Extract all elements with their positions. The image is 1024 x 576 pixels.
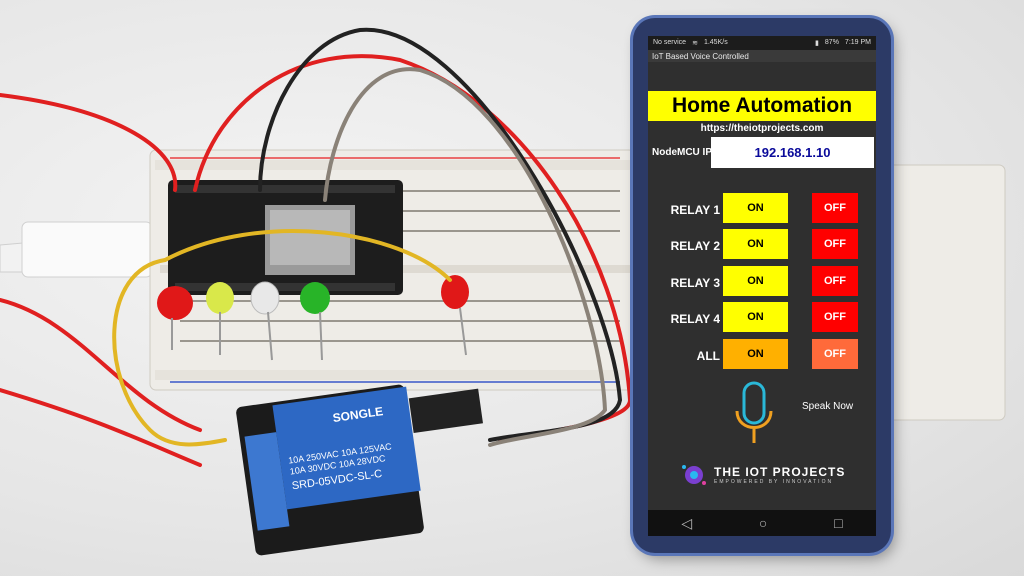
relay-1-on-button[interactable]: ON [723,193,788,223]
wifi-icon: ≋ [692,40,698,47]
led-yellow [206,282,234,355]
speak-now-label: Speak Now [802,401,854,412]
clock: 7:19 PM [844,39,871,46]
led-white [250,281,280,361]
network-speed: 1.45K/s [703,39,728,46]
relay-3-off-button[interactable]: OFF [812,266,858,296]
all-on-button[interactable]: ON [723,339,788,369]
battery-icon: ▮ [815,40,819,47]
ip-address-field[interactable]: 192.168.1.10 [711,137,874,168]
relay-1-label: RELAY 1 [670,203,720,217]
all-off-button[interactable]: OFF [812,339,858,369]
led-red-2 [441,275,469,356]
relay-4-on-button[interactable]: ON [723,302,788,332]
recents-icon[interactable]: □ [834,515,843,531]
smartphone: No service ≋ 1.45K/s ▮ 87% 7:19 PM IoT B… [633,18,891,553]
led-red-1 [157,286,193,350]
ip-label: NodeMCU IP [652,147,712,158]
phone-screen: No service ≋ 1.45K/s ▮ 87% 7:19 PM IoT B… [648,36,876,536]
microphone-icon[interactable] [734,381,774,446]
relay-2-label: RELAY 2 [670,239,720,253]
relay-3-label: RELAY 3 [670,276,720,290]
nodemcu-board [168,180,403,295]
jumper-wires [0,27,633,467]
all-label: ALL [696,349,720,363]
breadboard-right [879,164,1006,421]
relay-brand: SONGLE [332,404,384,425]
app-url: https://theiotprojects.com [700,123,824,134]
led-green [300,282,330,361]
chip-logo-icon [682,465,706,485]
app-title: Home Automation [648,91,876,121]
app-bar: IoT Based Voice Controlled [648,50,876,62]
usb-plug [21,221,153,278]
app-bar-title: IoT Based Voice Controlled [652,51,749,61]
relay-1-off-button[interactable]: OFF [812,193,858,223]
relay-module [236,384,483,556]
relay-2-off-button[interactable]: OFF [812,229,858,259]
brand-logo: THE IOT PROJECTS EMPOWERED BY INNOVATION [680,461,845,489]
brand-name: THE IOT PROJECTS [714,465,846,479]
navigation-bar: ◁ ○ □ [648,510,876,536]
home-icon[interactable]: ○ [758,515,768,531]
carrier-text: No service [653,39,687,46]
battery-percent: 87% [824,39,839,46]
back-icon[interactable]: ◁ [681,514,693,531]
relay-4-label: RELAY 4 [670,312,720,326]
relay-3-on-button[interactable]: ON [723,266,788,296]
relay-2-on-button[interactable]: ON [723,229,788,259]
status-bar: No service ≋ 1.45K/s ▮ 87% 7:19 PM [648,36,876,50]
relay-4-off-button[interactable]: OFF [812,302,858,332]
brand-tagline: EMPOWERED BY INNOVATION [714,479,834,485]
